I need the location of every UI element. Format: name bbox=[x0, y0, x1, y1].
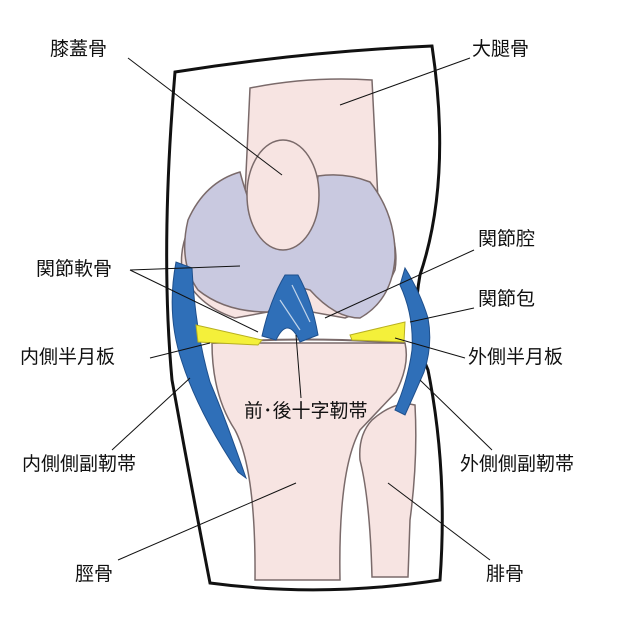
cruciate-ligaments bbox=[261, 274, 319, 343]
tibia-bone bbox=[211, 342, 408, 581]
leader-medial-meniscus bbox=[149, 342, 211, 359]
label-joint-capsule: 関節包 bbox=[478, 288, 536, 310]
leader-femur bbox=[339, 57, 471, 106]
label-tibia: 脛骨 bbox=[75, 563, 114, 585]
lateral-meniscus bbox=[349, 321, 406, 343]
lateral-collateral-ligament bbox=[394, 266, 431, 416]
leader-fibula bbox=[387, 482, 491, 561]
label-medial-meniscus: 内側半月板 bbox=[20, 346, 116, 368]
fibula-bone bbox=[359, 403, 417, 578]
leader-lateral-meniscus bbox=[394, 337, 466, 359]
label-patella: 膝蓋骨 bbox=[50, 38, 108, 60]
leader-cartilage-b bbox=[129, 269, 259, 333]
leader-cartilage-a bbox=[129, 265, 241, 271]
label-joint-cavity: 関節腔 bbox=[478, 228, 536, 250]
label-articular-cartilage: 関節軟骨 bbox=[36, 258, 113, 280]
leader-medial-collateral bbox=[111, 377, 191, 451]
leader-patella bbox=[127, 57, 283, 176]
label-femur: 大腿骨 bbox=[472, 38, 530, 60]
label-fibula: 腓骨 bbox=[486, 563, 525, 585]
leader-lateral-collateral bbox=[419, 379, 493, 451]
label-lateral-collateral-ligament: 外側側副靭帯 bbox=[460, 453, 575, 475]
medial-collateral-ligament bbox=[171, 261, 248, 480]
leader-joint-cavity bbox=[324, 249, 475, 319]
label-medial-collateral-ligament: 内側側副靭帯 bbox=[22, 453, 137, 475]
leader-joint-capsule bbox=[409, 307, 475, 323]
label-lateral-meniscus: 外側半月板 bbox=[468, 346, 564, 368]
leader-lines bbox=[111, 57, 493, 561]
label-cruciate-ligaments: 前･後十字靭帯 bbox=[244, 400, 368, 422]
leader-tibia bbox=[117, 482, 297, 561]
medial-meniscus bbox=[195, 324, 263, 346]
leader-cruciate bbox=[295, 334, 302, 399]
cruciate-ligament-stripe bbox=[279, 284, 311, 331]
patella-bone bbox=[246, 139, 320, 251]
leg-outline bbox=[165, 44, 444, 592]
